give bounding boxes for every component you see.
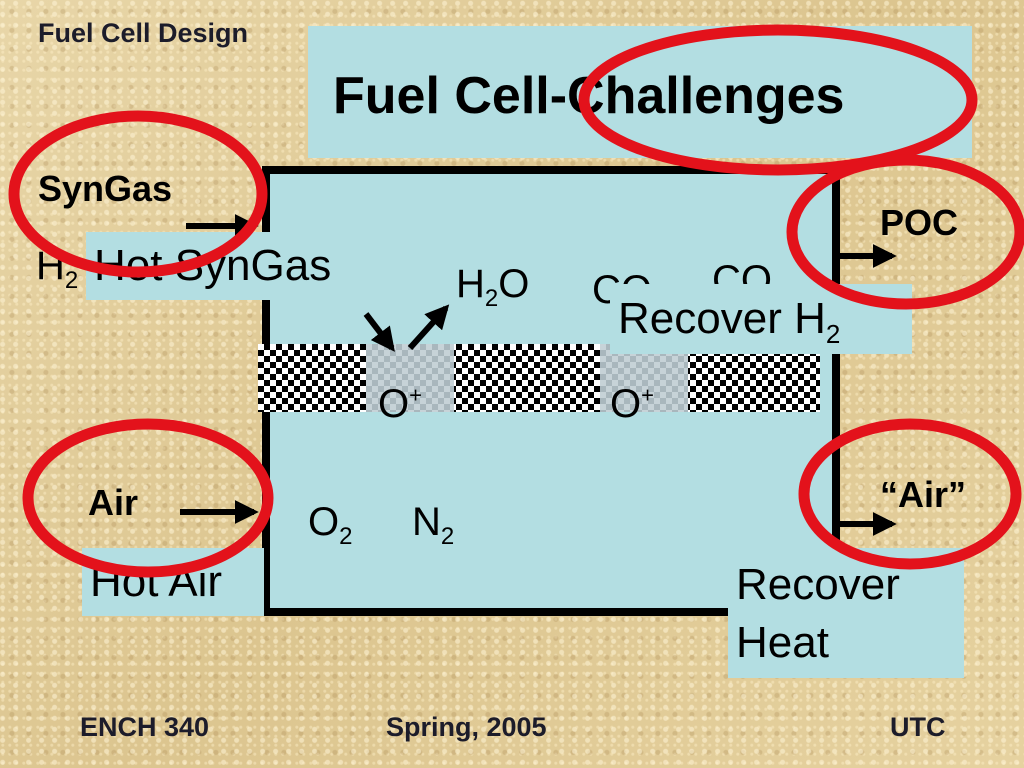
nitrogen-label: N2 [412, 500, 455, 550]
poc-output-label: POC [880, 202, 959, 243]
highlight-circle-poc [786, 154, 1024, 310]
syngas-input-label: SynGas [38, 168, 173, 209]
air-input-label: Air [88, 482, 139, 523]
electrolyte-membrane [258, 344, 820, 412]
footer-school: UTC [890, 712, 946, 742]
highlight-circle-title [578, 24, 978, 176]
callout-hot-air: Hot Air [82, 548, 264, 616]
footer-course: ENCH 340 [80, 712, 210, 742]
water-label: H2O [456, 262, 530, 312]
highlight-circle-syngas [8, 110, 268, 278]
product-arrow [407, 304, 450, 351]
ion-channel-left [366, 344, 454, 412]
reactant-arrow [363, 312, 395, 352]
highlight-circle-air-in [22, 418, 274, 578]
oxygen-ion-left: O+ [378, 382, 422, 426]
ion-channel-right [600, 344, 688, 412]
oxygen-ion-right: O+ [610, 382, 654, 426]
callout-recover-h2: Recover H2 [610, 284, 912, 354]
oxygen-label: O2 [308, 500, 353, 550]
course-header: Fuel Cell Design [38, 18, 249, 48]
air-output-label: “Air” [880, 474, 967, 515]
footer-term: Spring, 2005 [386, 712, 547, 742]
highlight-circle-air-out [798, 418, 1022, 570]
